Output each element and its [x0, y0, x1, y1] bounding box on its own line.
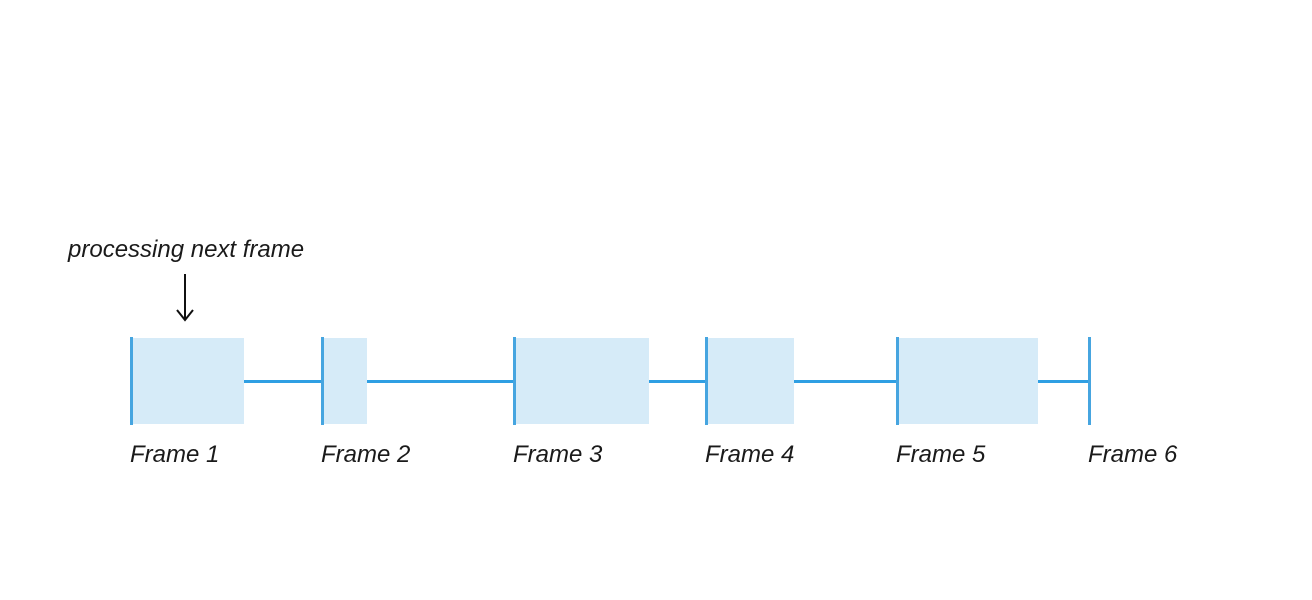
processing-block: [133, 338, 244, 424]
frame-label: Frame 4: [705, 441, 795, 468]
frame-label: Frame 2: [321, 441, 411, 468]
frame-label: Frame 3: [513, 441, 603, 468]
frame-label: Frame 5: [896, 441, 986, 468]
frame-boundary-tick: [130, 337, 133, 425]
processing-block: [324, 338, 367, 424]
down-arrow-icon: [176, 274, 194, 322]
frame-boundary-tick: [1088, 337, 1091, 425]
frame-boundary-tick: [896, 337, 899, 425]
processing-annotation-label: processing next frame: [68, 236, 305, 263]
frame-label: Frame 6: [1088, 441, 1178, 468]
frame-boundary-tick: [705, 337, 708, 425]
frame-boundary-tick: [321, 337, 324, 425]
processing-block: [899, 338, 1038, 424]
processing-block: [516, 338, 649, 424]
frame-label: Frame 1: [130, 441, 220, 468]
frame-boundary-tick: [513, 337, 516, 425]
processing-block: [708, 338, 794, 424]
